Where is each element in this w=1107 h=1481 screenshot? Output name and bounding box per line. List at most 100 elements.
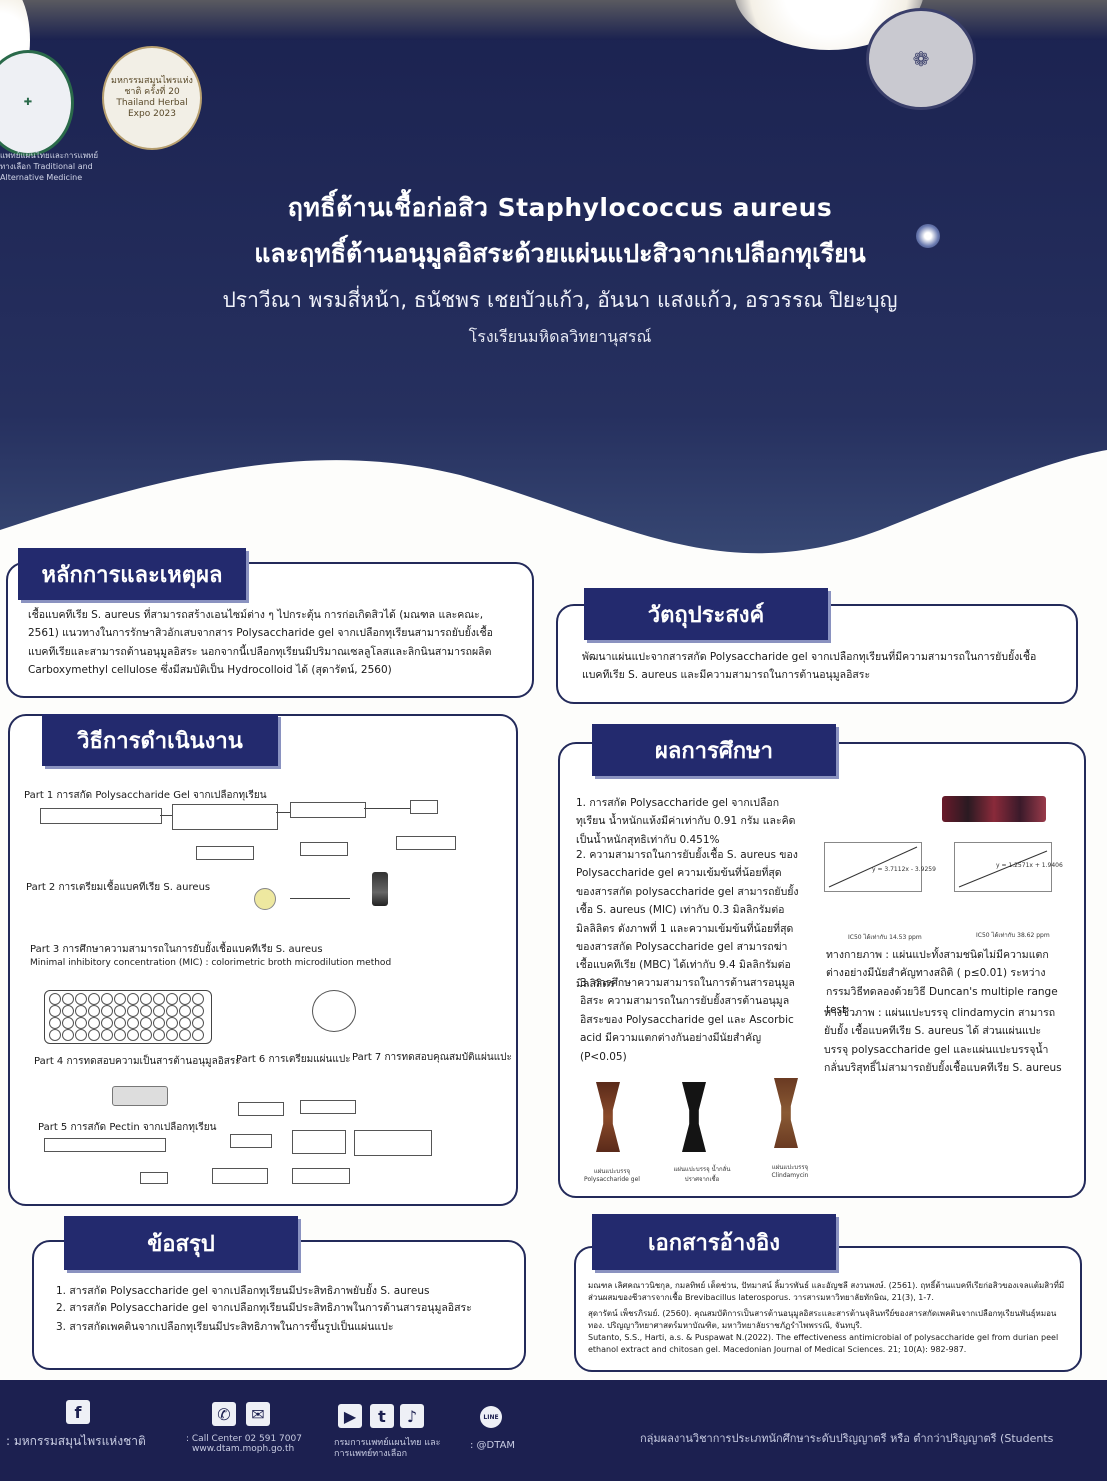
eppendorf-tubes: [312, 990, 356, 1032]
mic-plate-photo: [942, 796, 1046, 822]
microplate-well: [101, 1005, 113, 1017]
microplate-well: [127, 1005, 139, 1017]
authors: ปราวีณา พรมสี่หน้า, ธนัชพร เชยบัวแก้ว, อ…: [222, 288, 898, 312]
microplate-well: [153, 1017, 165, 1029]
patch-label-water: แผ่นแปะบรรจุ น้ำกลั่นปราศจากเชื้อ: [673, 1166, 731, 1183]
flow-arrow: [364, 808, 410, 809]
microplate-well: [166, 993, 178, 1005]
phone-icon: ✆: [212, 1402, 236, 1426]
results-heading: ผลการศึกษา: [592, 724, 836, 776]
method-part-1: Part 1 การสกัด Polysaccharide Gel จากเปล…: [24, 790, 267, 801]
light-reflection: [916, 224, 940, 248]
herbal-expo-logo-text: มหกรรมสมุนไพรแห่งชาติ ครั้งที่ 20 Thaila…: [111, 76, 193, 119]
method-part-7: Part 7 การทดสอบคุณสมบัติแผ่นแปะ: [352, 1052, 512, 1063]
microplate-well: [88, 1005, 100, 1017]
youtube-icon: ▶: [338, 1404, 362, 1428]
reference-1: มณฑล เลิศคณาวนิชกุล, กมลทิพย์ เด็ดช่วน, …: [588, 1281, 1065, 1302]
microplate-well: [140, 1017, 152, 1029]
dtam-logo: ✚: [0, 50, 74, 156]
microplate-well: [88, 1017, 100, 1029]
flow-step-gel: [396, 836, 456, 850]
microplate-well: [49, 1029, 61, 1041]
method-part-3-sub: Minimal inhibitory concentration (MIC) :…: [30, 958, 392, 968]
objective-text: พัฒนาแผ่นแปะจากสารสกัด Polysaccharide ge…: [582, 651, 1037, 682]
twitter-icon: t: [370, 1404, 394, 1428]
flow-arrow: [290, 898, 350, 899]
flow-arrow: [276, 812, 290, 813]
school-name: โรงเรียนมหิดลวิทยานุสรณ์: [468, 327, 652, 346]
spectrophotometer-icon: [112, 1086, 168, 1106]
microplate-well: [49, 1005, 61, 1017]
footer-bar: f : มหกรรมสมุนไพรแห่งชาติ ✆ ✉ : Call Cen…: [0, 1380, 1107, 1481]
rationale-heading: หลักการและเหตุผล: [18, 548, 246, 600]
reference-3: Sutanto, S.S., Harti, a.s. & Puspawat N.…: [588, 1333, 1059, 1354]
microplate-well: [179, 1029, 191, 1041]
references-heading: เอกสารอ้างอิง: [592, 1214, 836, 1270]
pectin-step-peel: [44, 1138, 166, 1152]
microplate-well: [179, 1017, 191, 1029]
microplate-well: [75, 1029, 87, 1041]
flow-step-filter: [410, 800, 438, 814]
microplate-well: [75, 1005, 87, 1017]
microplate-well: [140, 993, 152, 1005]
method-part-4: Part 4 การทดสอบความเป็นสารต้านอนุมูลอิสร…: [34, 1056, 241, 1067]
pectin-step-ethanol: [354, 1130, 432, 1156]
conclusion-item-3: 3. สารสกัดเพคตินจากเปลือกทุเรียนมีประสิท…: [56, 1321, 394, 1333]
title-line-1: ฤทธิ์ต้านเชื้อก่อสิว Staphylococcus aure…: [287, 193, 833, 222]
flow-step-dry: [300, 842, 348, 856]
microplate-well: [62, 993, 74, 1005]
microplate-well: [179, 993, 191, 1005]
microplate-well: [62, 1017, 74, 1029]
methods-heading: วิธีการดำเนินงาน: [42, 714, 278, 766]
facebook-label: : มหกรรมสมุนไพรแห่งชาติ: [6, 1434, 146, 1448]
microplate-well: [192, 1017, 204, 1029]
petri-dish-icon: [254, 888, 276, 910]
microplate-well: [140, 1005, 152, 1017]
conclusion-item-1: 1. สารสกัด Polysaccharide gel จากเปลือกท…: [56, 1285, 430, 1297]
results-physical: ทางกายภาพ : แผ่นแปะทั้งสามชนิดไม่มีความแ…: [826, 949, 1058, 1017]
microplate-well: [153, 993, 165, 1005]
microplate-well: [62, 1029, 74, 1041]
microplate-well: [153, 1005, 165, 1017]
microplate-well: [166, 1017, 178, 1029]
line-label: : @DTAM: [470, 1440, 516, 1451]
patch-label-clindamycin: แผ่นแปะบรรจุ Clindamycin: [771, 1164, 809, 1179]
microplate-well: [127, 1017, 139, 1029]
objective-heading: วัตถุประสงค์: [584, 588, 828, 640]
method-part-2: Part 2 การเตรียมเชื้อแบคทีเรีย S. aureus: [26, 882, 211, 893]
equation-left: y = 3.7112x - 3.9259: [872, 866, 936, 873]
microplate-96-well: [44, 990, 212, 1044]
ic50-left: IC50 ได้เท่ากับ 14.53 ppm: [848, 934, 922, 941]
microplate-well: [192, 993, 204, 1005]
microplate-well: [49, 1017, 61, 1029]
rationale-box: [6, 562, 534, 698]
method-part-5: Part 5 การสกัด Pectin จากเปลือกทุเรียน: [38, 1122, 217, 1133]
microplate-well: [88, 993, 100, 1005]
microplate-well: [114, 1029, 126, 1041]
microplate-well: [101, 1029, 113, 1041]
institution-seal: ❁: [866, 8, 976, 110]
microplate-well: [75, 1017, 87, 1029]
microplate-well: [114, 993, 126, 1005]
line-icon: LINE: [480, 1406, 502, 1428]
results-biological: ทางชีวภาพ : แผ่นแปะบรรจุ clindamycin สาม…: [824, 1007, 1062, 1075]
equation-right: y = 1.2571x + 1.9406: [996, 862, 1063, 869]
rationale-text: เชื้อแบคทีเรีย S. aureus ที่สามารถสร้างเ…: [28, 609, 493, 677]
patch-prep-step: [300, 1100, 356, 1114]
microplate-well: [153, 1029, 165, 1041]
patch-label-polysaccharide: แผ่นแปะบรรจุ Polysaccharide gel: [584, 1168, 640, 1183]
ascorbic-acid-graph: [824, 842, 922, 892]
ic50-right: IC50 ได้เท่ากับ 38.62 ppm: [976, 932, 1050, 939]
polysaccharide-graph: [954, 842, 1052, 892]
microplate-well: [166, 1029, 178, 1041]
category-label: กลุ่มผลงานวิชาการประเภทนักศึกษาระดับปริญ…: [640, 1432, 1054, 1445]
ascorbic-acid-trendline: [828, 846, 918, 888]
microplate-well: [49, 993, 61, 1005]
microplate-well: [192, 1005, 204, 1017]
microplate-well: [140, 1029, 152, 1041]
reference-2: สุดารัตน์ เพ็ชรภิรมย์. (2560). คุณสมบัติ…: [588, 1309, 1057, 1330]
microplate-well: [101, 993, 113, 1005]
microplate-well: [127, 993, 139, 1005]
facebook-icon: f: [66, 1400, 90, 1424]
call-center-label: : Call Center 02 591 7007: [186, 1434, 302, 1444]
